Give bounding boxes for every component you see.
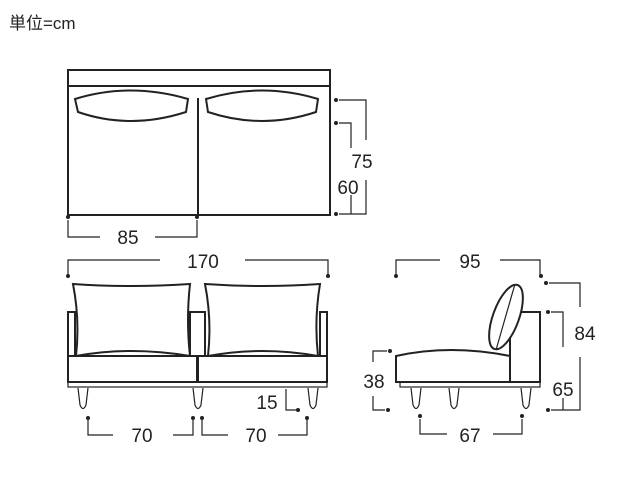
dim-depth: 95 [459,252,480,273]
leg [448,387,460,410]
dim-depth-seat: 60 [337,178,358,199]
leg [307,387,319,410]
top-pillow-left [73,89,190,122]
dim-seat-width: 85 [117,228,138,249]
seat-side [395,349,511,383]
side-view: 95 84 65 38 67 [363,252,596,447]
seat-right [197,355,328,383]
leg [520,387,532,410]
dim-height-total: 84 [574,324,596,345]
dim-total-width: 170 [187,252,219,273]
back-cushion-left [71,282,192,358]
dim-leg-span-left: 70 [131,426,152,447]
dim-leg-span-right: 70 [245,426,266,447]
top-pillow-right [204,89,320,122]
leg [77,387,89,410]
dim-height-back: 65 [552,380,573,401]
unit-label: 単位=cm [9,14,76,33]
leg [192,387,204,410]
dim-depth-total: 75 [351,152,372,173]
seat-left [67,355,198,383]
dim-leg-span: 67 [459,426,480,447]
dim-seat-height: 38 [363,372,384,393]
back-cushion-right [203,282,322,358]
leg [410,387,422,410]
dim-leg-height: 15 [256,393,277,414]
top-view: 85 75 60 [66,69,373,249]
front-view: 170 15 70 70 [66,252,330,447]
